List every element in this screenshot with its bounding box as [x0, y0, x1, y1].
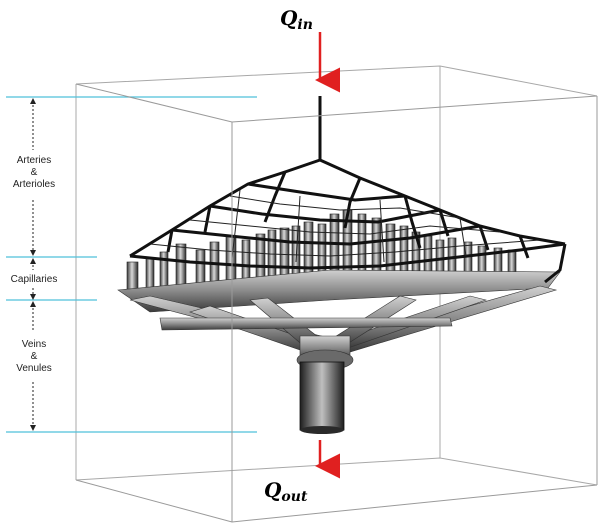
- veins-label-line3: Venules: [16, 363, 52, 374]
- zone-arrowheads: [30, 98, 36, 431]
- outlet-flow-symbol: Q: [264, 478, 282, 502]
- outlet-flow-subscript: out: [281, 489, 308, 505]
- arteriole-mesh: [149, 189, 541, 263]
- arteries-label-line2: &: [30, 167, 38, 178]
- bounding-box-front: [75, 83, 598, 523]
- veins-zone-label: Veins & Venules: [2, 339, 66, 375]
- inlet-flow-label: Qin: [280, 6, 313, 33]
- outlet-vessel: [299, 361, 345, 434]
- capillaries-label: Capillaries: [10, 274, 58, 285]
- arteries-label-line1: Arteries: [16, 155, 52, 166]
- outlet-flow-label: Qout: [264, 478, 307, 505]
- capillaries-zone-label: Capillaries: [2, 274, 66, 286]
- arterial-tree: [129, 96, 567, 284]
- venous-network: [117, 269, 561, 371]
- inlet-flow-subscript: in: [297, 17, 313, 33]
- zone-lines: [6, 96, 257, 433]
- arteries-zone-label: Arteries & Arterioles: [2, 155, 66, 191]
- veins-label-line1: Veins: [21, 339, 47, 350]
- veins-label-line2: &: [30, 351, 38, 362]
- inlet-flow-symbol: Q: [280, 6, 298, 30]
- arteries-label-line3: Arterioles: [12, 179, 56, 190]
